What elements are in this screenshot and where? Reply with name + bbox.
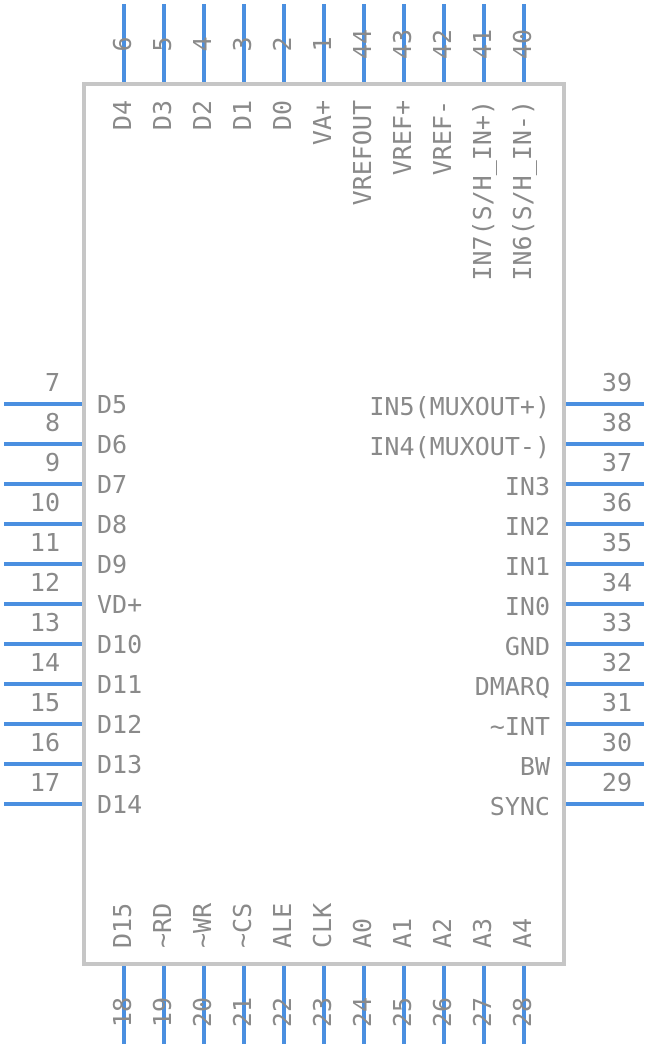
pin-number: 11 <box>30 528 60 557</box>
pin-number: 6 <box>108 36 137 51</box>
pin-name: ~INT <box>490 712 550 741</box>
pin-name: ~RD <box>148 903 177 948</box>
pin-name: IN3 <box>505 472 550 501</box>
pin-number: 24 <box>348 997 377 1027</box>
pin-number: 41 <box>468 29 497 59</box>
pin-number: 3 <box>228 36 257 51</box>
pin-name: VD+ <box>97 590 142 619</box>
pin-name: VREF+ <box>388 100 417 175</box>
pin-name: D6 <box>97 430 127 459</box>
pin-number: 16 <box>30 728 60 757</box>
pin-name: IN5(MUXOUT+) <box>369 392 550 421</box>
pin-number: 22 <box>268 997 297 1027</box>
pin-name: D1 <box>228 100 257 130</box>
pin-number: 36 <box>602 488 632 517</box>
pin-number: 44 <box>348 29 377 59</box>
pin-name: ALE <box>268 903 297 948</box>
pin-number: 34 <box>602 568 632 597</box>
pin-number: 40 <box>508 29 537 59</box>
pin-name: D2 <box>188 100 217 130</box>
pin-name: IN6(S/H_IN-) <box>508 100 537 281</box>
pin-number: 38 <box>602 408 632 437</box>
pin-name: SYNC <box>490 792 550 821</box>
pin-number: 20 <box>188 997 217 1027</box>
pin-name: GND <box>505 632 550 661</box>
pin-name: D11 <box>97 670 142 699</box>
pin-name: IN4(MUXOUT-) <box>369 432 550 461</box>
pin-name: IN7(S/H_IN+) <box>468 100 497 281</box>
pin-number: 7 <box>45 368 60 397</box>
pin-number: 5 <box>148 36 177 51</box>
pin-name: D10 <box>97 630 142 659</box>
pin-name: D3 <box>148 100 177 130</box>
pin-number: 27 <box>468 997 497 1027</box>
pin-number: 28 <box>508 997 537 1027</box>
pin-number: 23 <box>308 997 337 1027</box>
pin-name: A4 <box>508 918 537 948</box>
labels-layer: 6D45D34D23D12D01VA+44VREFOUT43VREF+42VRE… <box>30 29 632 1027</box>
pins-layer <box>4 4 644 1044</box>
pin-name: D14 <box>97 790 142 819</box>
pin-name: D8 <box>97 510 127 539</box>
pin-name: IN1 <box>505 552 550 581</box>
pin-number: 32 <box>602 648 632 677</box>
pin-number: 12 <box>30 568 60 597</box>
pin-name: A0 <box>348 918 377 948</box>
pin-number: 37 <box>602 448 632 477</box>
pin-number: 25 <box>388 997 417 1027</box>
pin-number: 17 <box>30 768 60 797</box>
pin-number: 43 <box>388 29 417 59</box>
pin-number: 39 <box>602 368 632 397</box>
pin-name: CLK <box>308 903 337 948</box>
pin-name: VA+ <box>308 100 337 145</box>
pin-number: 2 <box>268 36 297 51</box>
pin-name: A3 <box>468 918 497 948</box>
pin-number: 14 <box>30 648 60 677</box>
pin-number: 31 <box>602 688 632 717</box>
pin-name: D5 <box>97 390 127 419</box>
pin-name: IN0 <box>505 592 550 621</box>
pin-number: 30 <box>602 728 632 757</box>
pin-number: 1 <box>308 36 337 51</box>
pin-name: VREFOUT <box>348 100 377 205</box>
pin-number: 13 <box>30 608 60 637</box>
ic-body <box>82 82 566 966</box>
pin-number: 18 <box>108 997 137 1027</box>
pin-number: 26 <box>428 997 457 1027</box>
pin-name: BW <box>520 752 551 781</box>
pin-number: 19 <box>148 997 177 1027</box>
pin-name: D15 <box>108 903 137 948</box>
pin-number: 15 <box>30 688 60 717</box>
pin-number: 42 <box>428 29 457 59</box>
pin-number: 10 <box>30 488 60 517</box>
pin-number: 35 <box>602 528 632 557</box>
pin-name: ~WR <box>188 902 217 948</box>
pin-name: ~CS <box>228 903 257 948</box>
pin-number: 29 <box>602 768 632 797</box>
pin-name: IN2 <box>505 512 550 541</box>
pin-number: 21 <box>228 997 257 1027</box>
pin-name: A2 <box>428 918 457 948</box>
pin-number: 4 <box>188 36 217 51</box>
pin-name: D13 <box>97 750 142 779</box>
pin-name: DMARQ <box>475 672 550 701</box>
pin-name: D12 <box>97 710 142 739</box>
pin-name: D0 <box>268 100 297 130</box>
pin-number: 8 <box>45 408 60 437</box>
pin-name: D7 <box>97 470 127 499</box>
pin-name: A1 <box>388 918 417 948</box>
pin-number: 33 <box>602 608 632 637</box>
pin-name: D4 <box>108 100 137 130</box>
pin-number: 9 <box>45 448 60 477</box>
pin-name: VREF- <box>428 100 457 175</box>
pin-name: D9 <box>97 550 127 579</box>
